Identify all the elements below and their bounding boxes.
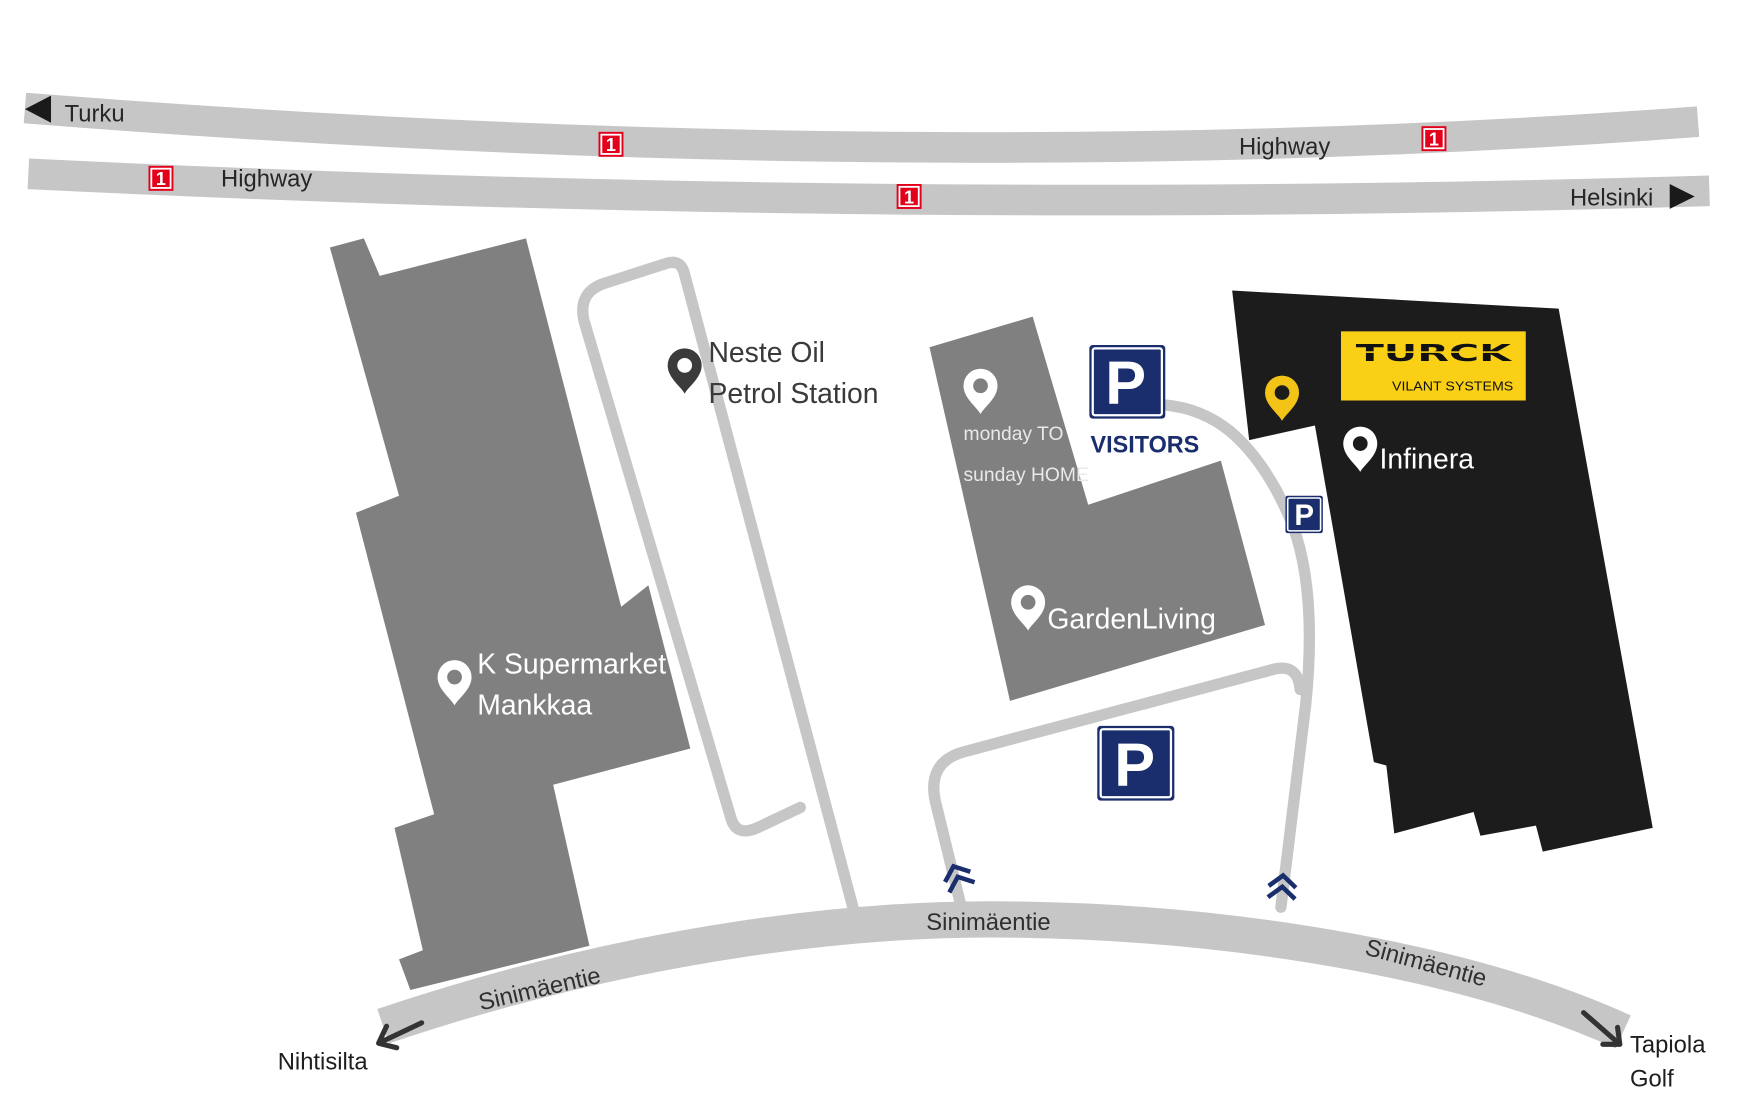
- neste-pin-icon: [667, 348, 702, 394]
- route-badge-box: [1421, 126, 1447, 152]
- parking-sign-border: [1099, 728, 1173, 799]
- petrol-station-name: Neste Oil: [708, 337, 825, 369]
- petrol-station-driveway: [577, 256, 861, 920]
- parking-sign-small: P: [1285, 495, 1323, 534]
- home-store-name-line1: monday TO: [964, 424, 1064, 445]
- visitors-label: VISITORS: [1090, 432, 1199, 459]
- supermarket-area: Mankkaa: [477, 689, 592, 721]
- route-badge-box: [598, 131, 624, 157]
- parking-icon: P: [1114, 731, 1155, 799]
- arrow-southeast-icon: [1581, 1010, 1623, 1047]
- parking-sign-lot: P: [1097, 725, 1175, 801]
- parking-sign-visitors: P: [1089, 344, 1166, 419]
- destination-helsinki: Helsinki: [1570, 185, 1653, 212]
- chevron-up-icon: [1266, 883, 1297, 901]
- chevron-up-icon: [947, 874, 976, 894]
- garden-living-pin-icon: [1011, 585, 1046, 631]
- turck-logo: TURCK VILANT SYSTEMS: [1340, 331, 1526, 401]
- parking-sign-border: [1286, 497, 1322, 532]
- entry-chevron-icon: [1266, 872, 1298, 901]
- parking-sign-border: [1091, 347, 1164, 417]
- sinimaentie-road: [377, 901, 1631, 1049]
- destination-nihtisilta: Nihtisilta: [278, 1048, 369, 1075]
- route-badge-border: [898, 185, 920, 208]
- route-1-badge: 1: [1421, 126, 1447, 152]
- route-1-badge: 1: [896, 183, 922, 209]
- highway-label-upper: Highway: [1239, 134, 1330, 161]
- parking-sign-plate: [1089, 344, 1166, 419]
- destination-golf: Golf: [1630, 1065, 1674, 1092]
- destination-turku: Turku: [65, 101, 125, 128]
- visitor-parking-road: [1159, 399, 1316, 913]
- highway-carriageway-lower: [27, 158, 1710, 216]
- street-label-center: Sinimäentie: [926, 909, 1050, 936]
- infinera-pin-icon: [1343, 426, 1378, 472]
- arrow-left-icon: [24, 95, 52, 123]
- pin-hole: [1020, 594, 1036, 610]
- entry-chevron-icon: [943, 863, 976, 894]
- logo-subtitle: VILANT SYSTEMS: [1392, 378, 1514, 393]
- highway-carriageway-upper: [23, 92, 1700, 163]
- supermarket-name: K Supermarket: [477, 649, 666, 681]
- route-number: 1: [156, 169, 166, 189]
- home-store-pin-icon: [963, 368, 998, 415]
- destination-tapiola: Tapiola: [1630, 1031, 1706, 1058]
- pin-hole: [1352, 436, 1368, 451]
- route-badge-box: [148, 165, 174, 191]
- supermarket-pin-icon: [437, 660, 472, 706]
- parking-sign-plate: [1097, 725, 1175, 801]
- chevron-up-icon: [943, 863, 972, 884]
- route-badge-box: [896, 183, 922, 209]
- parking-icon: P: [1105, 349, 1146, 417]
- logo-brand-text: TURCK: [1356, 341, 1514, 367]
- garden-living-name: GardenLiving: [1047, 603, 1216, 635]
- arrow-right-icon: [1669, 183, 1695, 209]
- supermarket-building: [329, 238, 691, 990]
- route-badge-border: [1423, 128, 1445, 150]
- arrow-southwest-icon: [376, 1020, 425, 1051]
- parking-sign-plate: [1285, 495, 1323, 534]
- route-badge-border: [150, 167, 172, 189]
- pin-hole: [1274, 385, 1290, 400]
- pin-hole: [447, 669, 462, 685]
- route-number: 1: [606, 135, 616, 155]
- turck-pin-icon: [1265, 375, 1300, 421]
- route-badge-border: [600, 133, 622, 155]
- infinera-name: Infinera: [1380, 444, 1475, 476]
- highway: Turku Highway Highway Helsinki 1 1 1 1: [23, 92, 1710, 216]
- home-store-name-line2: sunday HOME: [964, 465, 1089, 486]
- chevron-up-icon: [1267, 872, 1298, 890]
- turck-building: [1232, 290, 1653, 852]
- route-1-badge: 1: [148, 165, 174, 191]
- route-1-badge: 1: [598, 131, 624, 157]
- logo-stripe: [1353, 351, 1514, 353]
- route-number: 1: [904, 187, 914, 207]
- pin-hole: [677, 357, 693, 373]
- access-roads: [577, 256, 1316, 920]
- highway-label-lower: Highway: [221, 165, 312, 192]
- parking-icon: P: [1294, 499, 1314, 532]
- petrol-station-type: Petrol Station: [708, 378, 878, 410]
- route-number: 1: [1429, 129, 1439, 149]
- logo-background: [1340, 331, 1526, 401]
- parking-loop-road: [928, 662, 1306, 913]
- pin-hole: [973, 378, 988, 394]
